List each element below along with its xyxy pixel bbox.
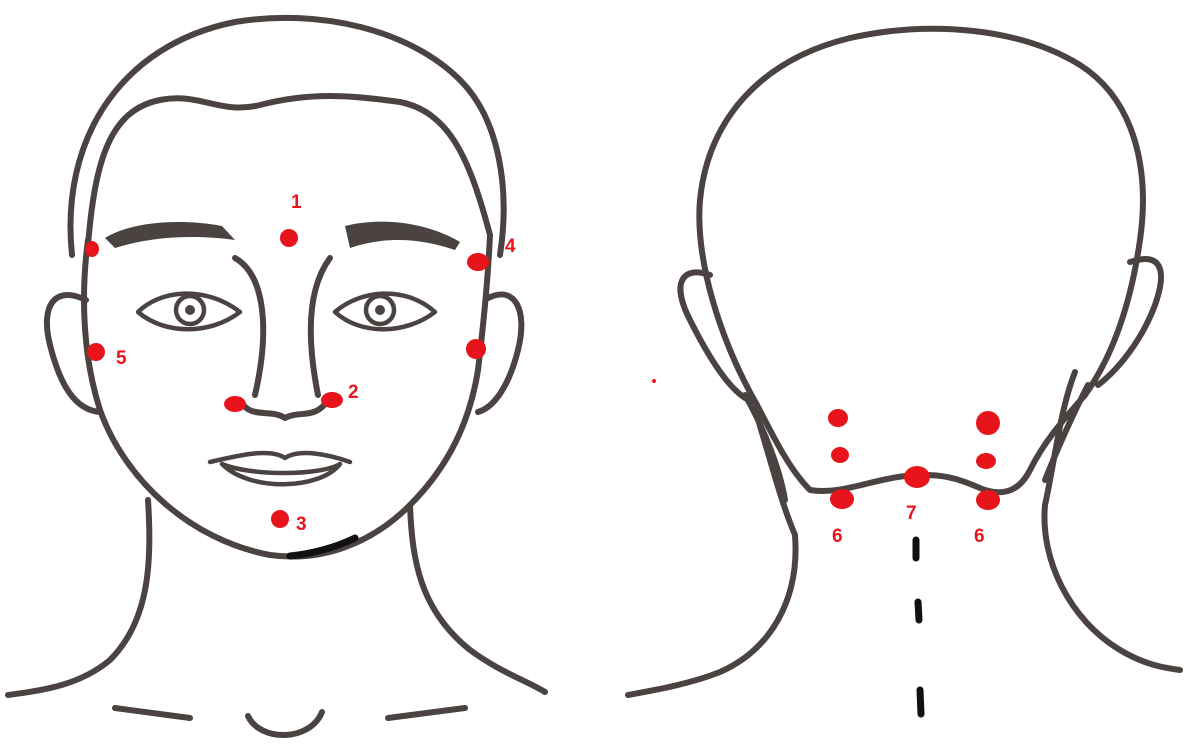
point-6-left-marker xyxy=(830,489,854,509)
point-3-marker xyxy=(271,510,289,528)
back-head-outline xyxy=(699,29,1143,405)
left-eye xyxy=(138,294,240,330)
back-point-upper-left xyxy=(828,409,848,427)
point-4-left-marker xyxy=(85,241,99,257)
back-neck-right xyxy=(1044,372,1180,670)
back-right-ear xyxy=(1098,259,1161,385)
point-6-left-label: 6 xyxy=(832,526,843,547)
point-5-left-marker xyxy=(87,343,105,361)
point-6-right-marker xyxy=(976,490,1000,510)
point-5-label: 5 xyxy=(116,348,127,369)
sternal-notch xyxy=(248,712,322,735)
right-eyebrow xyxy=(345,222,460,250)
point-2-left-marker xyxy=(224,396,246,412)
front-hairline xyxy=(88,96,490,245)
point-4-right-marker xyxy=(467,253,489,271)
stray-dot xyxy=(652,379,656,383)
front-hair-outline xyxy=(70,18,503,255)
left-clavicle xyxy=(115,708,190,718)
back-point-upper-right xyxy=(976,411,1000,435)
mouth xyxy=(210,453,350,484)
point-2-right-marker xyxy=(321,392,343,408)
spine-segment-3 xyxy=(920,690,921,714)
point-5-right-marker xyxy=(466,339,486,359)
back-head-figure xyxy=(628,29,1180,714)
front-neck-left xyxy=(8,500,149,695)
point-7-label: 7 xyxy=(906,503,917,524)
back-point-mid-left xyxy=(831,447,849,463)
face-outline xyxy=(84,235,490,557)
point-6-right-label: 6 xyxy=(974,526,985,547)
front-head-figure xyxy=(8,18,545,735)
point-1-label: 1 xyxy=(291,192,302,213)
point-4-label: 4 xyxy=(505,236,516,257)
point-7-marker xyxy=(904,466,930,488)
point-2-label: 2 xyxy=(348,382,359,403)
back-acupressure-points: 6 7 6 xyxy=(652,379,1000,547)
point-1-marker xyxy=(280,229,298,247)
left-eyebrow xyxy=(105,222,235,248)
spine-segment-2 xyxy=(918,602,919,620)
nose xyxy=(235,258,330,418)
front-neck-right xyxy=(410,505,545,692)
right-eye xyxy=(335,294,435,330)
back-point-mid-right xyxy=(976,453,996,469)
point-3-label: 3 xyxy=(296,514,307,535)
right-clavicle xyxy=(388,708,465,718)
